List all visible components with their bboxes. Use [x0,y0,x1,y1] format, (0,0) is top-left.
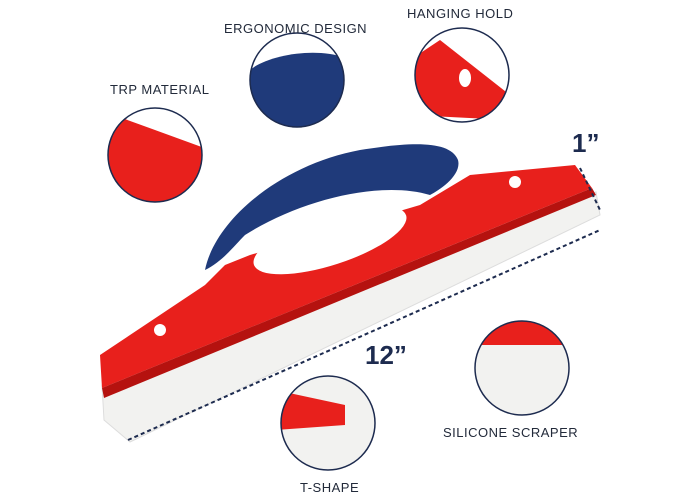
red-body [100,165,592,388]
label-hanging-hold: HANGING HOLD [407,6,514,21]
handle [205,144,459,270]
label-t-shape: T-SHAPE [300,480,360,495]
label-ergonomic-design: ERGONOMIC DESIGN [224,21,368,36]
length-dimension: 12” [365,340,407,370]
label-silicone-scraper: SILICONE SCRAPER [443,425,579,440]
label-trp-material: TRP MATERIAL [110,82,210,97]
width-dimension: 1” [572,128,600,158]
length-dimension-line [127,229,601,441]
width-dimension-line [579,167,601,211]
